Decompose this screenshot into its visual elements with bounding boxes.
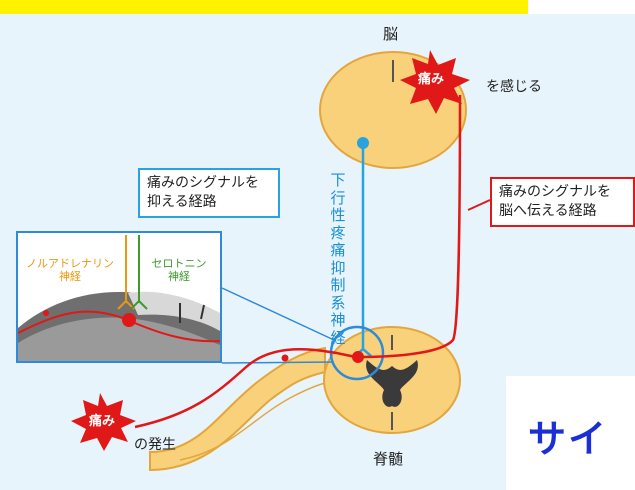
spinal-nerve-root bbox=[149, 346, 326, 472]
pain-burst-icon bbox=[400, 50, 470, 114]
suppress-box-line-1: 痛みのシグナルを bbox=[147, 175, 259, 191]
top-highlight-bar bbox=[0, 0, 528, 14]
pain-synapse-dot bbox=[352, 351, 364, 363]
transmit-box-line-1: 痛みのシグナルを bbox=[499, 184, 611, 200]
pain-burst-bottom-label: 痛み bbox=[89, 414, 116, 429]
magnified-inset: ノルアドレナリン 神経 セロトニン 神経 bbox=[16, 231, 222, 363]
suppress-box-line-2: 抑える経路 bbox=[147, 194, 217, 210]
spinal-cord-label: 脊髄 bbox=[373, 450, 404, 468]
serotonin-line-1: セロトニン bbox=[151, 257, 207, 270]
noradrenaline-label: ノルアドレナリン 神経 bbox=[20, 257, 120, 283]
serotonin-label: セロトニン 神経 bbox=[144, 257, 214, 283]
transmit-box-line-2: 脳へ伝える経路 bbox=[499, 203, 597, 219]
serotonin-line-2: 神経 bbox=[168, 270, 190, 283]
noradrenaline-line-1: ノルアドレナリン bbox=[26, 257, 114, 270]
brain-label: 脳 bbox=[383, 25, 399, 43]
pain-burst-icon bbox=[71, 393, 136, 451]
gray-matter bbox=[366, 360, 418, 407]
pain-occurrence-label: の発生 bbox=[134, 437, 176, 453]
transmit-pathway-box: 痛みのシグナルを 脳へ伝える経路 bbox=[490, 177, 635, 227]
cut-off-heading: サイ bbox=[528, 417, 609, 461]
feel-pain-label: を感じる bbox=[486, 79, 542, 95]
noradrenaline-line-2: 神経 bbox=[59, 270, 81, 283]
pain-burst-top-label: 痛み bbox=[418, 72, 445, 87]
cut-off-text-panel: サイ bbox=[506, 376, 635, 490]
suppress-pathway-box: 痛みのシグナルを 抑える経路 bbox=[138, 168, 280, 218]
descending-system-label: 下 行 性 疼 痛 抑 制 系 神 経 bbox=[330, 171, 346, 347]
